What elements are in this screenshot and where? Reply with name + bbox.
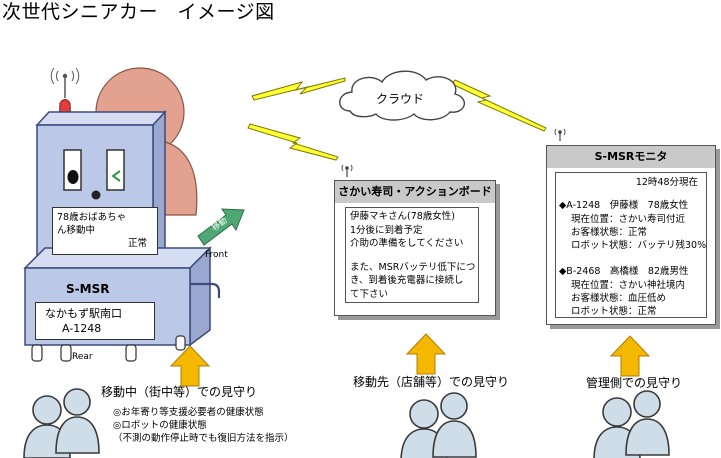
robot-screen-status: 正常 bbox=[127, 238, 147, 249]
lightning-icon bbox=[247, 77, 547, 161]
monitor-board: S-MSRモニタ 12時48分現在 ◆A-1248 伊藤様 78歳女性 現在位置… bbox=[546, 145, 716, 325]
up-arrow-icon bbox=[170, 345, 210, 387]
action-board-line: 介助の準備をしてください bbox=[350, 238, 464, 249]
monitor-entry-line: お客様状態：血圧低め bbox=[571, 293, 667, 304]
monitor-entry-line: ロボット状態：正常 bbox=[571, 306, 657, 317]
robot-screen-line: ん移動中 bbox=[57, 225, 96, 236]
up-arrow-icon bbox=[406, 333, 446, 375]
action-board-line: て下さい bbox=[350, 288, 389, 300]
robot-location-line: A-1248 bbox=[62, 322, 102, 335]
monitor-entry-line: 現在位置：さかい神社境内 bbox=[571, 280, 686, 291]
antenna-icon bbox=[554, 128, 566, 142]
wheel-icon bbox=[31, 335, 186, 362]
robot-screen: 78歳おばあちゃ ん移動中 正常 bbox=[52, 207, 158, 255]
robot-screen-line: 78歳おばあちゃ bbox=[57, 212, 127, 223]
monitor-entry-title: ◆B-2468 高橋様 82歳男性 bbox=[559, 266, 689, 277]
action-board-message: 伊藤マキさん(78歳女性) 1分後に到着予定 介助の準備をしてください また、M… bbox=[345, 207, 479, 303]
monitor-header: S-MSRモニタ bbox=[547, 146, 715, 168]
page-title: 次世代シニアカー イメージ図 bbox=[2, 1, 275, 23]
monitor-entry-line: ロボット状態：バッテリ残30% bbox=[571, 240, 707, 251]
front-label: Front bbox=[205, 250, 228, 260]
action-board-line: 伊藤マキさん(78歳女性) bbox=[350, 211, 456, 222]
people-icon bbox=[400, 392, 477, 458]
action-board-line: また、MSRバッテリ低下につ bbox=[350, 261, 476, 273]
people-icon bbox=[23, 388, 100, 458]
caption-street-note: （不測の動作停止時でも復旧方法を指示） bbox=[113, 433, 294, 444]
caption-street-note: ◎ロボットの健康状態 bbox=[113, 420, 207, 431]
action-board-header: さかい寿司・アクションボード bbox=[335, 181, 495, 203]
caption-street: 移動中（街中等）での見守り bbox=[101, 385, 258, 399]
cloud-icon bbox=[339, 70, 465, 121]
caption-admin: 管理側での見守り bbox=[586, 376, 683, 390]
caption-store: 移動先（店舗等）での見守り bbox=[353, 375, 510, 389]
rear-label: Rear bbox=[72, 352, 93, 362]
antenna-icon bbox=[341, 164, 353, 178]
monitor-panel: 12時48分現在 ◆A-1248 伊藤様 78歳女性 現在位置：さかい寿司付近 … bbox=[555, 172, 707, 318]
robot-location-display: なかもず駅南口 A-1248 bbox=[35, 302, 155, 340]
monitor-time: 12時48分現在 bbox=[635, 177, 698, 188]
monitor-entry-title: ◆A-1248 伊藤様 78歳女性 bbox=[559, 200, 689, 211]
action-board-line: 1分後に到着予定 bbox=[350, 224, 423, 236]
action-board-line: き、到着後充電器に接続し bbox=[350, 275, 464, 286]
robot-name-plate: S-MSR bbox=[66, 282, 110, 296]
up-arrow-icon bbox=[610, 335, 650, 377]
action-board: さかい寿司・アクションボード 伊藤マキさん(78歳女性) 1分後に到着予定 介助… bbox=[334, 180, 496, 316]
monitor-entry-line: 現在位置：さかい寿司付近 bbox=[571, 214, 686, 225]
cloud-label: クラウド bbox=[376, 92, 425, 106]
caption-street-note: ◎お年寄り等支援必要者の健康状態 bbox=[113, 407, 264, 418]
robot-location-line: なかもず駅南口 bbox=[45, 307, 122, 320]
people-icon bbox=[593, 390, 670, 458]
monitor-entry-line: お客様状態：正常 bbox=[571, 227, 648, 238]
move-arrow-icon bbox=[197, 208, 245, 246]
action-board-line bbox=[350, 251, 478, 261]
